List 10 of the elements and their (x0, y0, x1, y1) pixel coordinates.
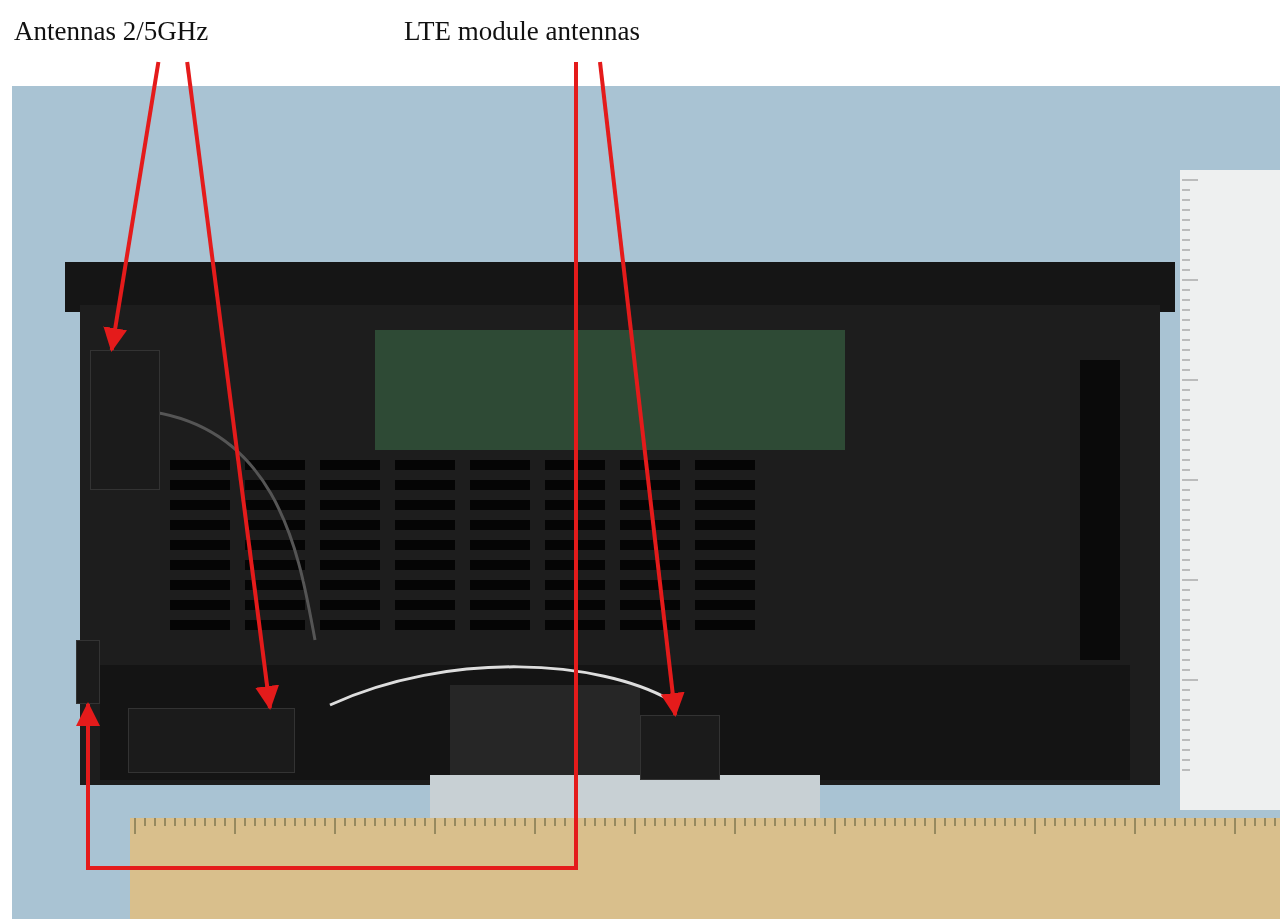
callout-label: Antennas 2/5GHz (12, 2, 252, 62)
antenna-panel (640, 715, 720, 780)
leader-line (598, 61, 685, 717)
antenna-panel (128, 708, 295, 773)
antenna-panel (90, 350, 160, 490)
callout-label: LTE module antennas (402, 2, 702, 62)
photo-drawing (12, 86, 1280, 919)
antenna-panel (76, 640, 100, 704)
leader-line (185, 61, 280, 710)
leader-line (76, 62, 578, 870)
